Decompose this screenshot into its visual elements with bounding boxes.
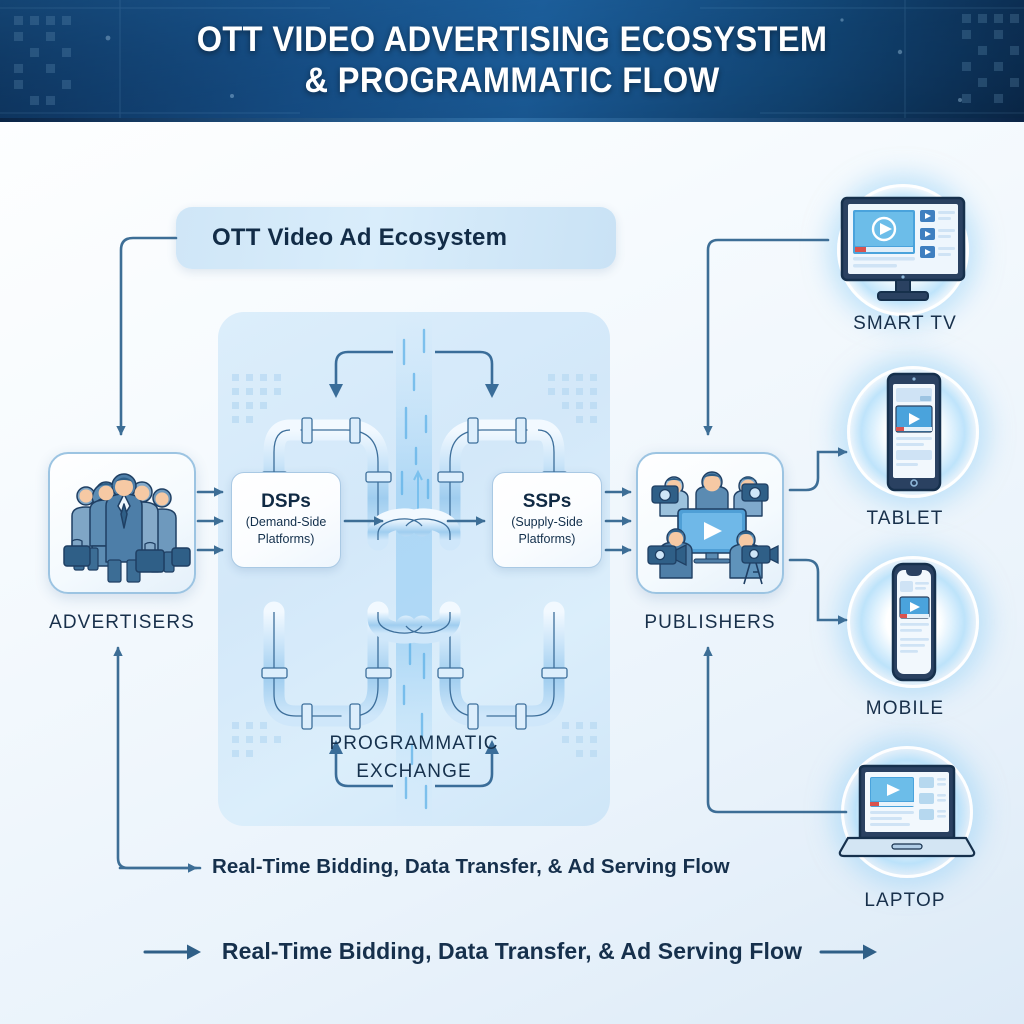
laptop-icon <box>838 764 976 858</box>
ssp-expansion-line2: Platforms) <box>518 532 576 547</box>
arrow-right-icon-right <box>819 944 878 959</box>
laptop-label: LAPTOP <box>864 890 946 911</box>
data-stream-band-icon <box>396 312 432 826</box>
flow-legend-upper: Real-Time Bidding, Data Transfer, & Ad S… <box>212 855 730 878</box>
exchange-label: PROGRAMMATIC EXCHANGE <box>218 730 610 785</box>
banner-tech-pattern-icon <box>0 0 1024 122</box>
programmatic-exchange-panel: PROGRAMMATIC EXCHANGE <box>218 312 610 826</box>
smart-tv-label: SMART TV <box>853 313 957 334</box>
arrow-right-icon-left <box>143 944 201 959</box>
tablet-label: TABLET <box>866 508 944 529</box>
content-creators-group-icon <box>647 471 779 585</box>
publishers-label: PUBLISHERS <box>644 612 776 633</box>
mobile-phone-icon <box>891 562 937 682</box>
tablet-icon <box>886 372 942 492</box>
smart-tv-icon <box>840 196 966 301</box>
ssp-abbr: SSPs <box>522 491 572 513</box>
mobile-device[interactable] <box>838 556 988 688</box>
exchange-arrowheads-icon <box>329 384 499 754</box>
data-packet-marks-icon <box>400 328 430 810</box>
ecosystem-title-text: OTT Video Ad Ecosystem <box>212 224 508 251</box>
video-camera-icon <box>647 543 779 585</box>
dsp-expansion-line2: Platforms) <box>257 532 315 547</box>
lower-dot-grid-icon <box>232 722 597 757</box>
smart-tv-device[interactable] <box>828 184 978 316</box>
pipe-loops-icon <box>263 419 565 727</box>
connector-laptop-to-publishers <box>703 646 848 814</box>
advertisers-node[interactable] <box>48 452 196 594</box>
banner-bottom-rule <box>0 118 1024 122</box>
ecosystem-title-pill[interactable]: OTT Video Ad Ecosystem <box>176 207 616 269</box>
exchange-label-line2: EXCHANGE <box>356 760 472 782</box>
header-banner: OTT VIDEO ADVERTISING ECOSYSTEM & PROGRA… <box>0 0 1024 122</box>
left-dot-grid-icon <box>232 374 281 423</box>
exchange-elbow-arrows-icon <box>334 350 494 788</box>
flow-legend-lower: Real-Time Bidding, Data Transfer, & Ad S… <box>221 938 803 964</box>
laptop-device[interactable] <box>832 746 982 878</box>
exchange-label-line1: PROGRAMMATIC <box>329 733 499 754</box>
dsp-expansion-line1: (Demand-Side <box>245 515 327 530</box>
mobile-label: MOBILE <box>865 698 945 719</box>
advertisers-label: ADVERTISERS <box>49 612 195 633</box>
page-title-line1: OTT VIDEO ADVERTISING ECOSYSTEM <box>196 20 828 60</box>
connector-smarttv-to-publishers <box>703 238 830 436</box>
business-people-group-icon <box>63 473 191 583</box>
connector-pill-to-advertisers <box>116 236 178 436</box>
flow-legend-lower-row: Real-Time Bidding, Data Transfer, & Ad S… <box>0 938 1024 965</box>
ssp-expansion-line1: (Supply-Side <box>511 515 583 530</box>
tablet-device[interactable] <box>838 366 988 498</box>
ssp-box[interactable]: SSPs (Supply-Side Platforms) <box>492 472 602 568</box>
page-title-line2: & PROGRAMMATIC FLOW <box>304 61 720 100</box>
upstream-arrow-icon <box>413 469 423 512</box>
right-dot-grid-icon <box>548 374 597 423</box>
connector-legend-to-advertisers <box>113 646 202 870</box>
monitor-play-icon <box>677 508 747 564</box>
page-title: OTT VIDEO ADVERTISING ECOSYSTEM & PROGRA… <box>197 20 828 102</box>
dsp-box[interactable]: DSPs (Demand-Side Platforms) <box>231 472 341 568</box>
publishers-node[interactable] <box>636 452 784 594</box>
dsp-abbr: DSPs <box>261 491 311 513</box>
